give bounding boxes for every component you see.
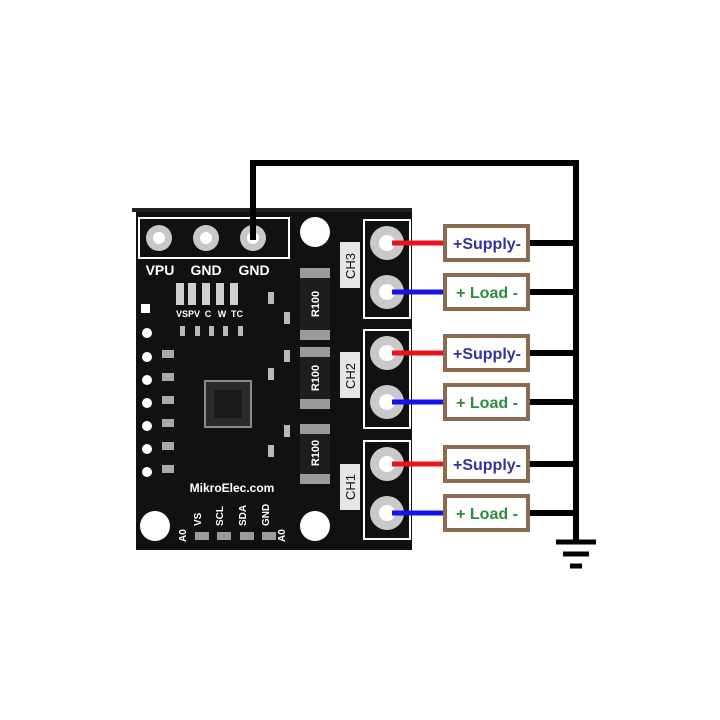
left-pad-column [141, 304, 174, 477]
gnd-wire-drop [250, 163, 256, 240]
header-holes [146, 225, 266, 251]
bottom-label-gnd: GND [261, 504, 272, 526]
led-label-c: C [205, 309, 212, 319]
label-box-load-ch3 [443, 273, 530, 311]
load-label-ch1: + Load - [456, 506, 518, 523]
header-label-gnd-2: GND [238, 262, 269, 278]
pcb-edge-shadow [132, 208, 412, 212]
supply-label-ch3: +Supply- [453, 236, 521, 253]
led-label-vs: VS [176, 309, 188, 319]
terminal-block-ch1 [340, 440, 411, 540]
shunt-label-ch2: R100 [310, 365, 322, 391]
bottom-pads [195, 532, 276, 540]
label-box-supply-ch3 [443, 224, 530, 262]
bottom-label-a0-right: A0 [277, 529, 288, 542]
header-label-vpu: VPU [146, 262, 175, 278]
ic-chip [204, 380, 252, 428]
channel-label-ch3: CH3 [343, 253, 358, 279]
shunt-resistor-ch3 [300, 268, 330, 340]
led-label-w: W [218, 309, 227, 319]
mounting-holes [140, 217, 330, 541]
bottom-label-scl: SCL [215, 506, 226, 526]
shunt-label-ch1: R100 [310, 440, 322, 466]
label-box-supply-ch2 [443, 334, 530, 372]
shunt-label-ch3: R100 [310, 291, 322, 317]
terminal-block-ch3 [340, 219, 411, 319]
bottom-label-a0-left: A0 [178, 529, 189, 542]
supply-label-ch2: +Supply- [453, 346, 521, 363]
ground-branch-wires [525, 240, 579, 516]
smd-parts [268, 292, 290, 457]
terminal-block-ch2 [340, 329, 411, 429]
colored-wires [392, 240, 445, 516]
smd-resistors-top [180, 326, 243, 336]
ground-icon [556, 539, 596, 569]
shunt-resistor-ch1 [300, 424, 330, 484]
brand-label: MikroElec.com [190, 481, 275, 495]
led-row [176, 283, 238, 305]
label-box-load-ch1 [443, 494, 530, 532]
channel-label-ch1: CH1 [343, 474, 358, 500]
load-label-ch2: + Load - [456, 395, 518, 412]
supply-label-ch1: +Supply- [453, 457, 521, 474]
label-box-load-ch2 [443, 383, 530, 421]
header-outline [138, 217, 290, 259]
led-label-tc: TC [231, 309, 243, 319]
bottom-label-vs: VS [193, 512, 204, 526]
shunt-resistor-ch2 [300, 347, 330, 409]
channel-label-ch2: CH2 [343, 363, 358, 389]
led-label-pv: PV [188, 309, 200, 319]
label-box-supply-ch1 [443, 445, 530, 483]
load-label-ch3: + Load - [456, 285, 518, 302]
bottom-label-sda: SDA [238, 505, 249, 526]
header-label-gnd-1: GND [190, 262, 221, 278]
